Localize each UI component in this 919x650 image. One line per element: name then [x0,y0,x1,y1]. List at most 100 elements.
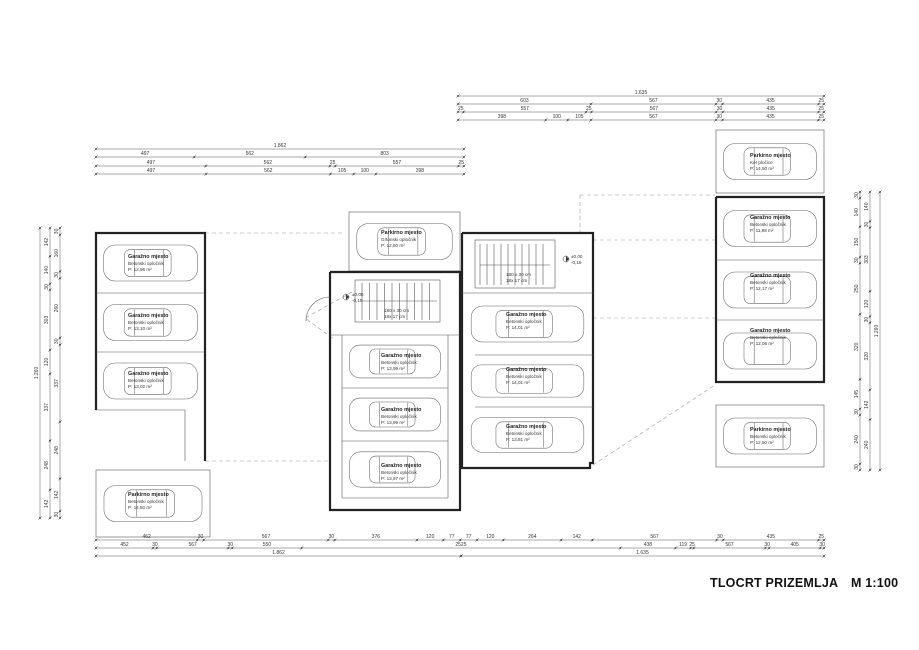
dimension-value: 25 [818,114,824,120]
space-name: Garažno mjesto [750,273,791,279]
dimension-value: 30 [198,534,204,540]
dimension-value: 105 [338,168,347,174]
space-floor: Betonski opločnik [381,360,417,365]
space-name: Garažno mjesto [128,254,169,260]
dimension-value: 567 [650,106,659,112]
dimension-value: 320 [854,342,860,351]
dimension-value: 462 [142,534,151,540]
dimension-value: 25 [586,106,592,112]
space-floor: Betonski opločnik [506,431,542,436]
car-icon [723,143,817,180]
dimension-value: 30 [716,114,722,120]
dimension-value: 105 [575,114,584,120]
dimension-value: 25 [818,106,824,112]
space-floor: Betonski opločnik [381,470,417,475]
dimension-value: 405 [790,542,799,548]
dimension-value: 1.862 [272,550,285,556]
dimension-value: 30 [716,98,722,104]
level-marker-right: ±0.00 -0,19 180 x 30 cm 18x 17 cm [506,254,583,283]
dimension-value: 1.260 [874,325,880,338]
dimension-value: 30 [819,542,825,548]
space-area: P: 14,50 m² [128,505,152,510]
car-icon [103,362,198,400]
space-name: Parkirno mjesto [750,427,791,433]
dimension-value: 1.260 [34,367,40,380]
dimension-value: 120 [426,534,435,540]
space-area: P: 14,01 m² [506,325,530,330]
space-name: Garažno mjesto [381,353,422,359]
dimension-value: 452 [120,542,129,548]
space-name: Parkirno mjesto [381,230,422,236]
dimension-value: 567 [262,534,271,540]
dimension-value: 248 [44,461,50,470]
space-name: Parkirno mjesto [750,153,791,159]
dimension-value: 30 [44,284,50,290]
dimension-value: 550 [263,542,272,548]
space-area: P: 13,97 m² [381,476,405,481]
dimension-value: 145 [854,390,860,399]
dimension-value: 30 [329,534,335,540]
dimension-value: 567 [649,114,658,120]
dim-left-total: 1.260 [34,226,42,520]
dimension-value: 557 [393,160,402,166]
dimension-value: 100 [361,168,370,174]
dimension-value: 562 [264,168,273,174]
dimension-value: 435 [766,98,775,104]
dimension-value: 100 [553,114,562,120]
dimension-value: 30 [228,542,234,548]
level-value: ±0.00 [352,292,364,297]
right-garage-block [714,129,826,468]
dimension-value: 25 [458,160,464,166]
dimension-value: 30 [864,222,870,228]
space-floor: Betonski opločnik [506,374,542,379]
dimension-value: 376 [372,534,381,540]
space-floor: Grtonski opločnik [381,237,417,242]
space-area: P: 14,01 m² [506,380,530,385]
space-area: P: 13,02 m² [128,384,152,389]
dimension-value: 77 [466,534,472,540]
space-name: Garažno mjesto [128,371,169,377]
dimension-value: 567 [188,542,197,548]
dimension-value: 562 [246,151,255,157]
dimension-value: 142 [864,400,870,409]
dimension-value: 25 [330,160,336,166]
dimension-value: 142 [44,238,50,247]
space-floor: Betonski opločnik [750,335,786,340]
space-floor: Betonski opločnik [381,414,417,419]
space-floor: Betonski opločnik [750,280,786,285]
space-name: Garažno mjesto [750,215,791,221]
level-marker-left: ±0.00 -0,19 180 x 30 cm 18x 17 cm [342,292,409,319]
dimension-value: 142 [54,490,60,499]
dimension-value: 142 [44,500,50,509]
car-symbols [103,143,817,522]
dimension-value: 260 [54,304,60,313]
dimension-value: 2525 [455,542,466,548]
dimension-value: 497 [147,160,156,166]
space-area: P: 12,17 m² [750,286,774,291]
dimension-value: 557 [521,106,530,112]
dimension-value: 240 [864,440,870,449]
car-icon [103,304,198,341]
car-icon [103,485,203,522]
stair-size: 180 x 30 cm [384,308,409,313]
middle-garage-block [460,231,595,470]
dimension-value: 264 [528,534,537,540]
car-icon [470,305,585,343]
dimension-value: 120 [864,299,870,308]
space-area: P: 13,10 m² [128,326,152,331]
dim-top-left-total: 1.862 [94,143,466,151]
plan-title: TLOCRT PRIZEMLJA [710,576,838,590]
